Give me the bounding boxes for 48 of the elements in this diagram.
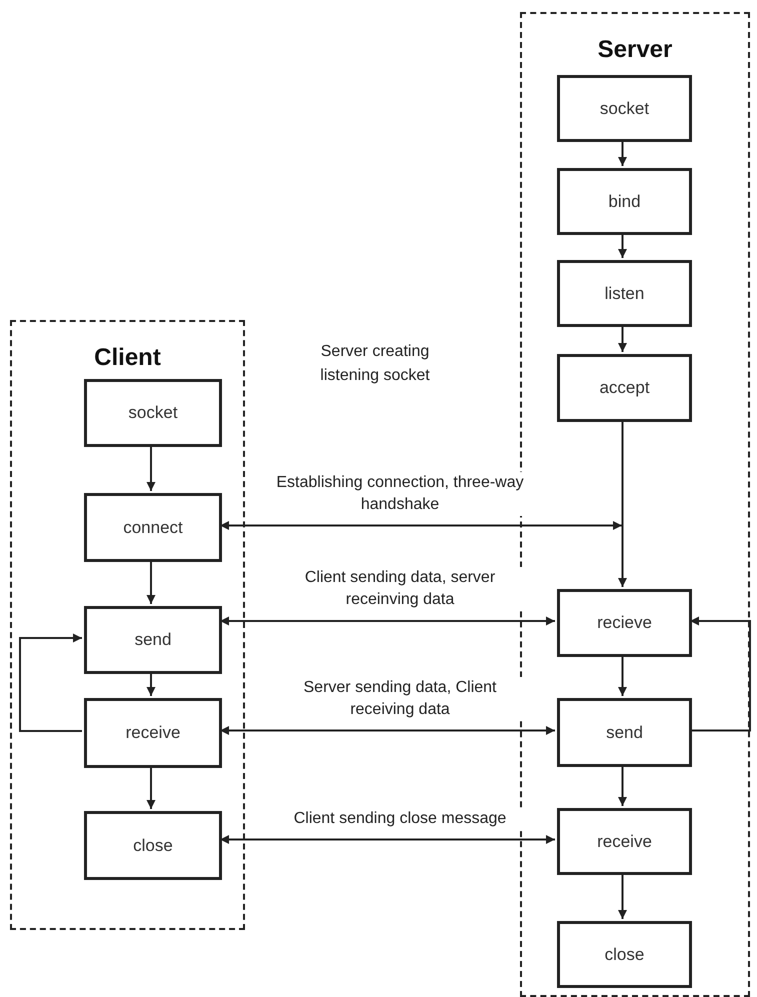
process-box bbox=[557, 921, 692, 988]
process-box bbox=[557, 354, 692, 422]
process-box bbox=[84, 606, 222, 674]
arrow bbox=[220, 726, 555, 735]
arrow bbox=[220, 616, 555, 626]
process-box bbox=[84, 379, 222, 447]
box-label: send bbox=[606, 722, 643, 744]
box-label: receive bbox=[126, 722, 180, 744]
arrow bbox=[690, 616, 751, 732]
box-label: receive bbox=[597, 830, 652, 853]
dashed-group bbox=[10, 320, 245, 930]
box-label: socket bbox=[600, 98, 650, 120]
arrow bbox=[146, 445, 156, 491]
process-box bbox=[84, 493, 222, 562]
box-label: listen bbox=[604, 282, 644, 305]
group-title: Server bbox=[596, 35, 674, 65]
box-label: connect bbox=[123, 516, 183, 539]
arrow bbox=[220, 835, 555, 844]
process-box bbox=[84, 698, 222, 768]
edge-label: Establishing connection, three-way handshake bbox=[275, 472, 525, 516]
group-title: Client bbox=[93, 343, 162, 373]
arrow bbox=[146, 560, 156, 604]
process-box bbox=[557, 589, 692, 657]
arrow bbox=[618, 233, 627, 258]
arrow bbox=[146, 766, 156, 809]
box-label: close bbox=[604, 944, 644, 966]
note-text: Server creating listening socket bbox=[319, 342, 431, 386]
process-box bbox=[557, 168, 692, 235]
box-label: recieve bbox=[597, 612, 652, 634]
arrow bbox=[618, 655, 627, 696]
arrow bbox=[618, 765, 627, 806]
arrow bbox=[146, 672, 156, 696]
arrow bbox=[19, 634, 82, 732]
process-box bbox=[557, 75, 692, 142]
process-box bbox=[557, 260, 692, 327]
process-box bbox=[557, 808, 692, 875]
process-box bbox=[557, 698, 692, 767]
box-label: send bbox=[134, 629, 172, 652]
arrow bbox=[618, 420, 627, 587]
box-label: bind bbox=[608, 190, 641, 213]
arrow bbox=[618, 873, 627, 919]
box-label: accept bbox=[599, 377, 650, 400]
box-label: socket bbox=[128, 402, 178, 424]
process-box bbox=[84, 811, 222, 880]
arrow bbox=[220, 521, 622, 530]
arrow bbox=[618, 140, 627, 166]
arrow bbox=[618, 325, 627, 352]
box-label: close bbox=[133, 834, 173, 857]
